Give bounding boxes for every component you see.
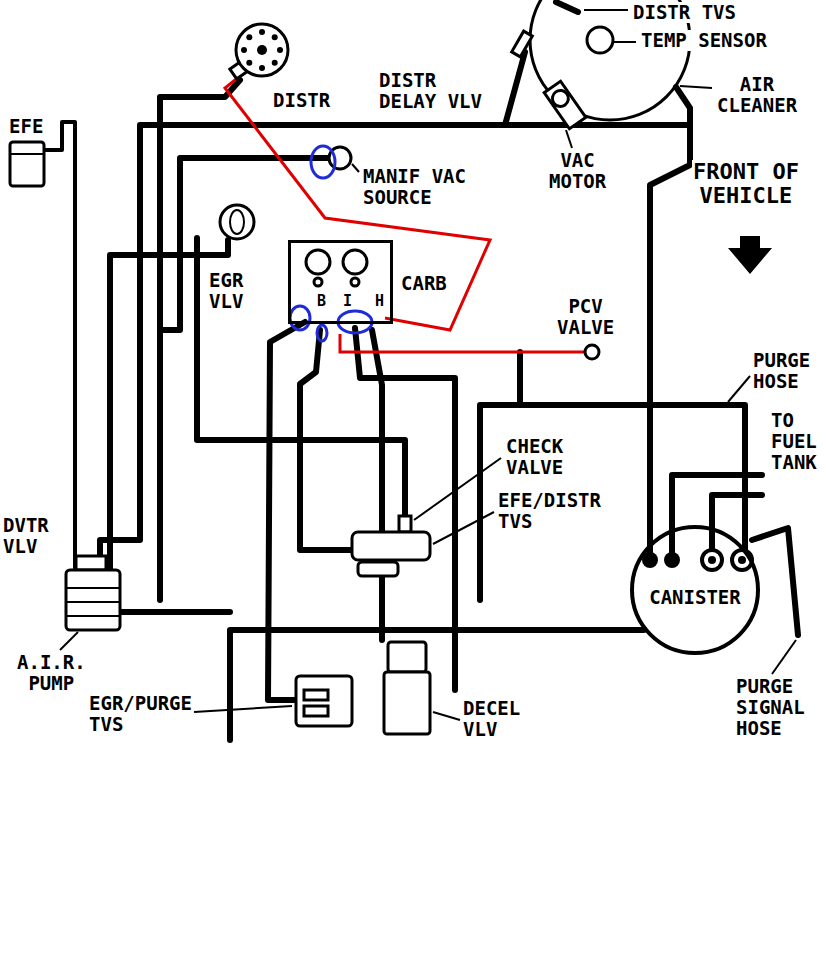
leader-line bbox=[584, 9, 628, 11]
purge-signal-hose bbox=[230, 630, 644, 740]
carb-bore bbox=[343, 250, 367, 274]
part-label: EFE/DISTR TVS bbox=[497, 490, 602, 532]
part-label: MANIF VAC SOURCE bbox=[362, 166, 467, 208]
cap-terminal bbox=[259, 29, 265, 35]
vacuum-hose bbox=[197, 238, 405, 518]
part-label: PURGE SIGNAL HOSE bbox=[735, 676, 806, 739]
tvs-thread bbox=[358, 562, 398, 576]
cap-center bbox=[257, 45, 267, 55]
carb-bore bbox=[314, 278, 322, 286]
fuel-tank-hose bbox=[672, 475, 762, 552]
leader-line bbox=[772, 640, 796, 674]
cap-terminal bbox=[241, 47, 247, 53]
purge-hose bbox=[480, 405, 745, 600]
carb-bore bbox=[351, 278, 359, 286]
leader-line bbox=[352, 164, 359, 172]
pump-rib bbox=[66, 601, 120, 603]
cap-terminal bbox=[246, 34, 252, 40]
cap-terminal bbox=[259, 65, 265, 71]
pcv-valve bbox=[585, 345, 599, 359]
leader-line bbox=[433, 512, 494, 544]
delay-valve bbox=[512, 31, 533, 57]
part-label: EFE bbox=[8, 116, 44, 137]
vacuum-hose bbox=[160, 158, 330, 330]
part-label: DISTR bbox=[272, 90, 331, 111]
vac-motor bbox=[544, 81, 586, 129]
tvs-port bbox=[304, 706, 328, 716]
part-label: A.I.R. PUMP bbox=[16, 652, 87, 694]
cap-terminal bbox=[272, 60, 278, 66]
part-label: EGR VLV bbox=[208, 270, 244, 312]
part-label: CHECK VALVE bbox=[505, 436, 564, 478]
part-label: DECEL VLV bbox=[462, 698, 521, 740]
efe-body bbox=[10, 142, 44, 186]
highlight-circle bbox=[311, 146, 335, 178]
port-letter: H bbox=[375, 293, 384, 310]
part-label: DISTR DELAY VLV bbox=[378, 70, 483, 112]
decel-valve-top bbox=[388, 642, 426, 672]
vacuum-hose bbox=[372, 330, 382, 640]
temp-sensor bbox=[587, 27, 613, 53]
part-label: TEMP SENSOR bbox=[640, 30, 768, 51]
motor-diaphragm bbox=[549, 87, 571, 109]
cap-terminal bbox=[246, 60, 252, 66]
check-valve bbox=[399, 516, 411, 532]
part-label: PCV VALVE bbox=[556, 296, 615, 338]
port-letter: B bbox=[317, 293, 326, 310]
part-label: PURGE HOSE bbox=[752, 350, 811, 392]
leader-line bbox=[194, 706, 292, 712]
highlight-circle bbox=[317, 325, 327, 341]
vacuum-hose bbox=[517, 352, 523, 405]
cap-terminal bbox=[277, 47, 283, 53]
leader-line bbox=[566, 130, 572, 148]
part-label: FRONT OF VEHICLE bbox=[692, 160, 800, 208]
highlight-circle bbox=[290, 306, 310, 330]
canister-circle: CANISTER bbox=[630, 525, 760, 655]
component-name: CARB bbox=[401, 273, 447, 294]
canister-port bbox=[708, 556, 716, 564]
tvs-body bbox=[352, 532, 430, 560]
dvtr-valve bbox=[76, 556, 106, 570]
component-name: CANISTER bbox=[649, 587, 741, 608]
tvs-port bbox=[304, 690, 328, 700]
part-label: DVTR VLV bbox=[2, 515, 50, 557]
marked-hose bbox=[340, 334, 585, 352]
air-pump bbox=[66, 570, 120, 630]
tvs-body bbox=[296, 676, 352, 726]
carburetor-box: CARBBIH bbox=[288, 240, 393, 324]
egr-diaphragm bbox=[230, 210, 244, 234]
decel-valve-body bbox=[384, 672, 430, 734]
efe-seam bbox=[10, 153, 44, 155]
pump-rib bbox=[66, 587, 120, 589]
leader-line bbox=[614, 41, 636, 43]
port-letter: I bbox=[343, 293, 352, 310]
part-label: VAC MOTOR bbox=[548, 150, 607, 192]
part-label: DISTR TVS bbox=[632, 2, 737, 23]
part-label: TO FUEL TANK bbox=[770, 410, 818, 473]
cap-terminal bbox=[272, 34, 278, 40]
canister-port bbox=[738, 556, 746, 564]
egr-valve bbox=[220, 205, 254, 239]
leader-line bbox=[680, 86, 712, 88]
tvs-body bbox=[556, 2, 578, 12]
direction-arrow bbox=[728, 236, 772, 274]
vacuum-hose bbox=[505, 87, 690, 125]
pump-rib bbox=[66, 615, 120, 617]
vacuum-hose bbox=[100, 52, 525, 565]
leader-line bbox=[60, 632, 78, 650]
canister-port bbox=[702, 550, 722, 570]
motor-body bbox=[544, 81, 586, 129]
canister-body bbox=[632, 527, 758, 653]
part-label: AIR CLEANER bbox=[716, 74, 798, 116]
leader-line bbox=[414, 458, 501, 520]
leader-line bbox=[728, 376, 750, 402]
leader-line bbox=[433, 712, 460, 720]
carb-bore bbox=[306, 250, 330, 274]
distributor-cap bbox=[236, 24, 288, 76]
canister-port bbox=[664, 552, 680, 568]
part-label: EGR/PURGE TVS bbox=[88, 693, 193, 735]
